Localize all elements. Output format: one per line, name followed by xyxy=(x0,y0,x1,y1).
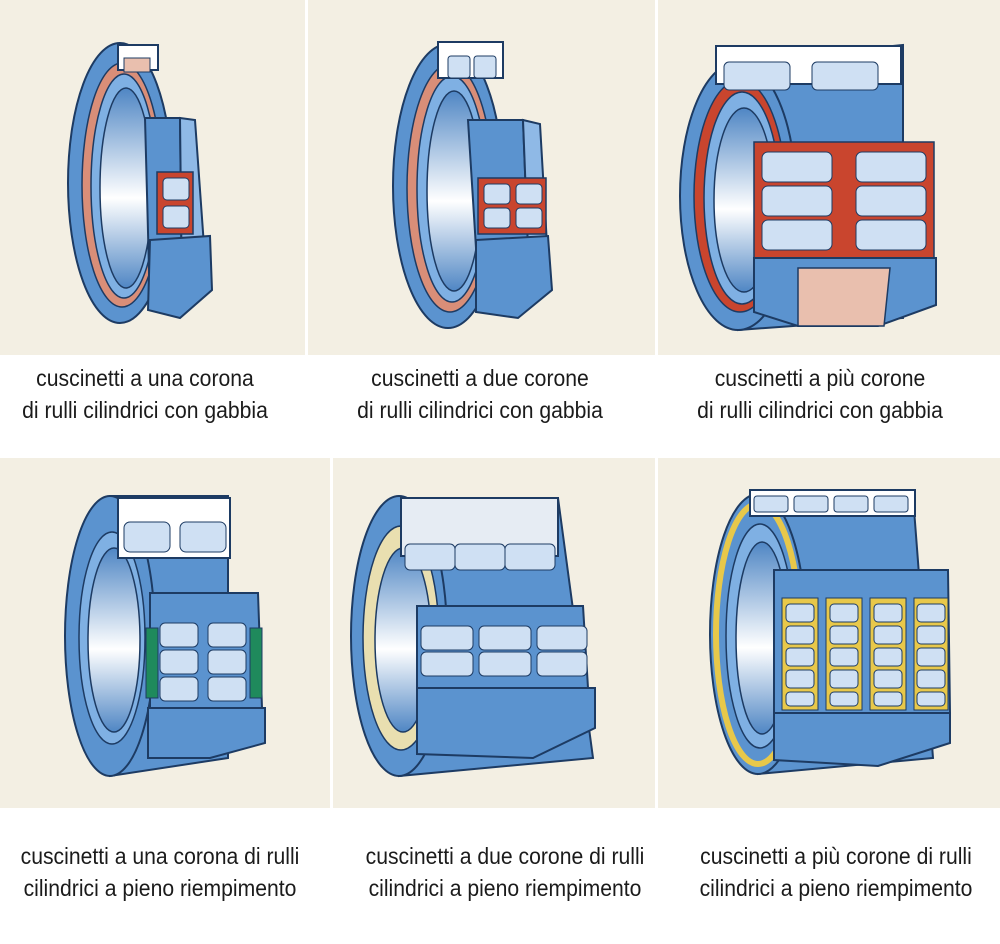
caption-line: cuscinetti a più corone xyxy=(714,365,926,391)
multi-row-full-complement-bearing-icon xyxy=(709,489,952,776)
caption-line: di rulli cilindrici con gabbia xyxy=(22,397,268,423)
caption-line: cuscinetti a due corone di rulli xyxy=(365,843,645,869)
caption-multi-row-caged: cuscinetti a più corone di rulli cilindr… xyxy=(682,362,958,426)
double-row-caged-bearing-icon xyxy=(392,41,554,329)
divider xyxy=(655,458,658,808)
multi-row-full-complement-bearing-illustration xyxy=(658,458,1000,808)
caption-double-row-caged: cuscinetti a due corone di rulli cilindr… xyxy=(342,362,618,426)
single-row-full-complement-bearing-illustration xyxy=(0,458,330,808)
caption-line: cilindrici a pieno riempimento xyxy=(23,875,297,901)
caption-line: cuscinetti a due corone xyxy=(371,365,589,391)
divider xyxy=(330,458,333,808)
double-row-full-complement-bearing-illustration xyxy=(333,458,655,808)
multi-row-caged-bearing-illustration xyxy=(658,0,1000,355)
single-row-caged-bearing-illustration xyxy=(0,0,305,355)
double-row-full-complement-bearing-icon xyxy=(350,495,596,778)
caption-multi-row-full-complement: cuscinetti a più corone di rulli cilindr… xyxy=(685,840,987,904)
caption-line: di rulli cilindrici con gabbia xyxy=(697,397,943,423)
caption-line: cuscinetti a una corona xyxy=(36,365,254,391)
caption-line: di rulli cilindrici con gabbia xyxy=(357,397,603,423)
caption-single-row-full-complement: cuscinetti a una corona di rulli cilindr… xyxy=(13,840,307,904)
caption-single-row-caged: cuscinetti a una corona di rulli cilindr… xyxy=(12,362,279,426)
single-row-full-complement-bearing-icon xyxy=(64,495,266,778)
caption-double-row-full-complement: cuscinetti a due corone di rulli cilindr… xyxy=(353,840,657,904)
caption-line: cilindrici a pieno riempimento xyxy=(699,875,973,901)
divider xyxy=(305,0,308,355)
multi-row-caged-bearing-icon xyxy=(679,43,937,332)
divider xyxy=(655,0,658,355)
single-row-caged-bearing-icon xyxy=(67,42,214,324)
double-row-caged-bearing-illustration xyxy=(308,0,655,355)
caption-line: cilindrici a pieno riempimento xyxy=(368,875,642,901)
caption-line: cuscinetti a più corone di rulli xyxy=(700,843,972,869)
caption-line: cuscinetti a una corona di rulli xyxy=(20,843,300,869)
